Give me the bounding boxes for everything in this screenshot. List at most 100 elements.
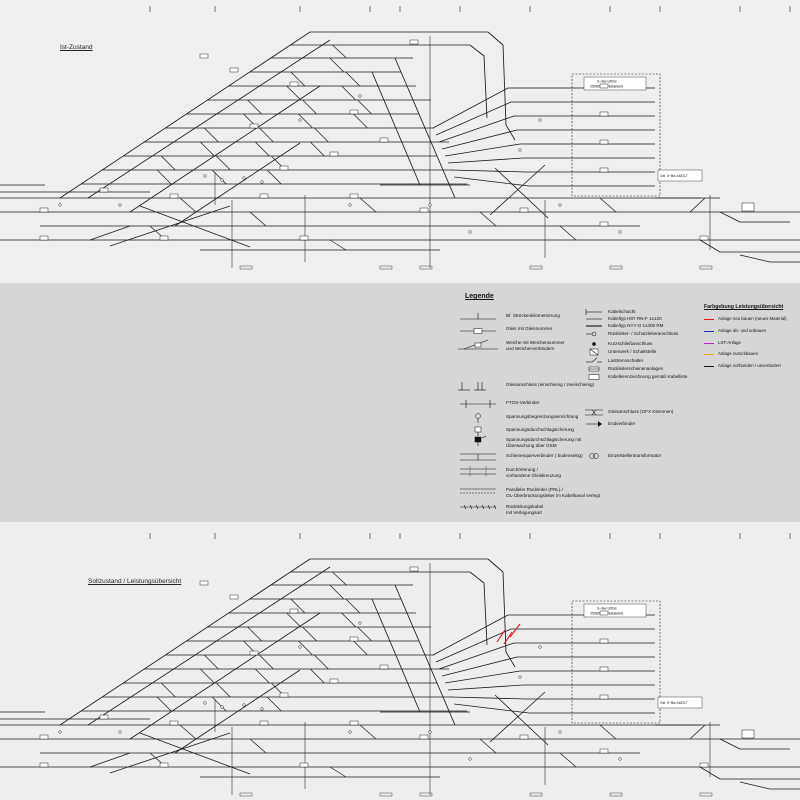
crossover-line: [310, 668, 325, 684]
ladder-track-line: [129, 612, 321, 740]
km-tick-box: [239, 792, 253, 797]
connection-point-icon: [518, 675, 522, 679]
cable-label-icon: [588, 374, 600, 380]
crossover-line: [341, 85, 356, 101]
crossover-line: [161, 682, 176, 698]
ftgs-connector-icon: [460, 400, 496, 408]
crossover-line: [211, 696, 227, 712]
switch-icon: [458, 339, 498, 350]
branch-track-line: [739, 254, 800, 263]
track-label-text: Gel. 5~Bw 44/D17: [660, 701, 688, 705]
legend-item-label: Gleisanschluss (einschienig / zweischien…: [506, 382, 594, 388]
legend-label-line: Rückleiter- / Schutzleiteranschluss: [608, 331, 679, 336]
legend-label-line: Gleisanschluss (einschienig / zweischien…: [506, 382, 595, 387]
legend-label-line: Kurzschließanschluss: [608, 341, 653, 346]
color-swatch: [704, 342, 714, 344]
track-number-box: [349, 109, 359, 115]
km-tick-box: [379, 792, 393, 797]
legend-title: Legende: [465, 293, 494, 300]
track-number-box: [599, 139, 609, 145]
return-cable-icon-stroke: [493, 504, 497, 510]
return-cable-icon-stroke: [475, 504, 479, 510]
track-number-box: [199, 53, 209, 59]
depot-track-line: [448, 157, 655, 164]
track-number-box: [249, 650, 259, 656]
track-number-box: [199, 580, 209, 586]
connection-point-icon: [260, 180, 264, 184]
depot-track-line: [454, 176, 655, 187]
track-number-box: [329, 151, 339, 157]
km-tick-box: [239, 265, 253, 270]
track-connection-gfx-icon-stroke: [591, 409, 597, 416]
legend-label-line: mit Verlegungsart: [506, 510, 542, 515]
crossover-line: [266, 696, 282, 712]
track-number-box: [159, 235, 169, 241]
diagonal-track-line: [109, 732, 231, 774]
track-number-box: [379, 664, 389, 670]
track-number-box: [599, 221, 609, 227]
crossover-line: [255, 141, 270, 157]
track-crossing-icon: [460, 466, 496, 477]
crossover-line: [255, 668, 270, 684]
voltage-fuse-gsm-icon-shape: [474, 436, 482, 443]
depot-label-box: [583, 603, 647, 618]
legend-item-label: Rückleiter- / Schutzleiteranschluss: [608, 331, 678, 337]
connection-point-icon: [203, 701, 207, 705]
km-tick-box: [419, 265, 433, 270]
connection-point-icon: [618, 757, 622, 761]
ladder-track-line: [394, 584, 456, 726]
single-point-transformer-icon: [589, 453, 599, 459]
crossover-line: [353, 113, 368, 129]
track-number-box: [599, 111, 609, 117]
crossover-line: [211, 169, 227, 185]
legend-label-line: Bf. Streckenkilometrierung: [506, 313, 560, 318]
legend-item-label: Durchörterung /vorhandene Gleiskreuzung: [506, 467, 561, 479]
crossover-line: [479, 211, 497, 227]
track-number-box: [279, 165, 289, 171]
crossover-line: [357, 99, 372, 115]
track-number-box: [519, 734, 529, 740]
legend-item-label: Lasttrennschalter: [608, 358, 643, 364]
depot-track-line: [448, 684, 655, 691]
track-number-box: [699, 235, 709, 241]
color-key-label: LST-Anlage: [718, 340, 741, 345]
track-number-box: [699, 762, 709, 768]
crossover-line: [314, 127, 329, 143]
track-number-box: [599, 748, 609, 754]
ladder-track-line: [371, 598, 421, 713]
ladder-track-line: [371, 71, 421, 186]
diagonal-track-line: [89, 752, 131, 768]
track-number-box: [279, 692, 289, 698]
legend-label-line: Endverbinder: [608, 421, 636, 426]
diagonal-track-line: [494, 167, 549, 219]
legend-label-line: Spannungsbegrenzungseinrichtung: [506, 414, 579, 419]
ladder-track-line: [87, 39, 331, 199]
cable-type-b-icon: [586, 325, 602, 327]
ladder-track-line: [394, 57, 456, 199]
depot-track-line: [442, 656, 655, 677]
return-busbar-icon: [588, 366, 600, 372]
legend-label-line: Rückleitungskabel: [506, 504, 544, 509]
end-connector-icon: [586, 421, 602, 427]
connection-point-icon: [260, 707, 264, 711]
diagonal-track-line: [489, 164, 546, 216]
crossover-line: [286, 85, 301, 101]
connection-point-icon: [428, 203, 432, 207]
short-circuit-connection-icon: [592, 342, 596, 346]
track-number-icon: [460, 328, 496, 334]
crossover-line: [345, 598, 361, 614]
connection-point-icon: [468, 757, 472, 761]
track-number-box: [419, 207, 429, 213]
depot-label-line1: S~Bw Uttins: [597, 607, 617, 611]
track-number-box: [599, 610, 609, 616]
crossover-line: [259, 127, 274, 143]
connection-point-icon: [618, 230, 622, 234]
crossover-line: [345, 71, 361, 87]
crossover-line: [179, 197, 197, 213]
km-tick-box: [699, 265, 713, 270]
connection-point-icon: [358, 621, 362, 625]
legend-label-line: und Weichenverbindern: [506, 346, 555, 351]
crossover-line: [216, 682, 231, 698]
